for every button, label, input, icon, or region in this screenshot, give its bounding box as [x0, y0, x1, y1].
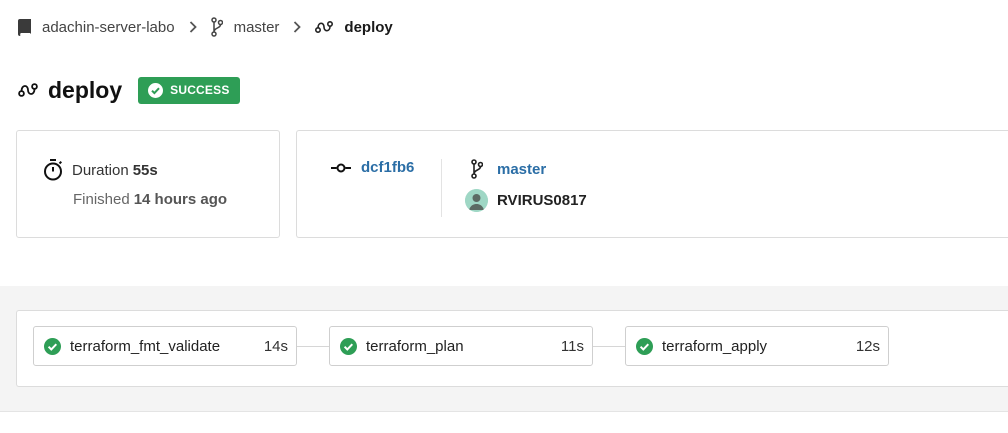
stopwatch-icon	[43, 159, 63, 181]
branch-row: master	[469, 159, 546, 179]
job-name: terraform_fmt_validate	[70, 337, 221, 355]
check-circle-icon	[44, 337, 61, 355]
git-commit-icon	[331, 163, 351, 173]
job-duration: 12s	[855, 337, 880, 355]
avatar	[465, 189, 488, 212]
divider	[441, 159, 442, 217]
job-terraform-apply[interactable]: terraform_apply 12s	[625, 326, 889, 366]
branch-link[interactable]: master	[497, 160, 547, 178]
git-branch-icon	[471, 159, 483, 179]
job-duration: 14s	[263, 337, 288, 355]
finished-row: Finished 14 hours ago	[73, 191, 227, 208]
breadcrumb-workflow: deploy	[315, 18, 393, 36]
breadcrumb-project-label: adachin-server-labo	[42, 18, 175, 36]
job-name: terraform_plan	[366, 337, 464, 355]
status-badge-label: SUCCESS	[170, 83, 230, 97]
page-title: deploy	[48, 76, 123, 103]
job-terraform-fmt-validate[interactable]: terraform_fmt_validate 14s	[33, 326, 297, 366]
duration-value: 55s	[132, 161, 158, 179]
job-connector	[593, 346, 625, 347]
breadcrumb-project[interactable]: adachin-server-labo	[18, 18, 175, 36]
chevron-right-icon	[293, 21, 302, 33]
job-name: terraform_apply	[662, 337, 768, 355]
workflow-icon	[315, 20, 334, 34]
commit-sha-link[interactable]: dcf1fb6	[361, 159, 415, 176]
chevron-right-icon	[189, 21, 197, 33]
check-circle-icon	[636, 337, 653, 355]
status-badge: SUCCESS	[138, 76, 240, 104]
pipeline-graph: terraform_fmt_validate 14s terraform_pla…	[16, 310, 1008, 387]
finished-value: 14 hours ago	[133, 191, 228, 208]
book-icon	[18, 18, 31, 36]
check-circle-icon	[148, 82, 164, 98]
finished-label: Finished	[73, 191, 130, 208]
workflow-header: deploy SUCCESS	[18, 74, 240, 106]
check-circle-icon	[340, 337, 357, 355]
breadcrumb: adachin-server-labo master deploy	[18, 16, 393, 38]
user-name: RVIRUS0817	[497, 192, 587, 209]
job-terraform-plan[interactable]: terraform_plan 11s	[329, 326, 593, 366]
duration-label: Duration	[72, 161, 129, 179]
duration-card: Duration 55s Finished 14 hours ago	[16, 130, 280, 238]
commit-row: dcf1fb6	[331, 159, 414, 176]
user-row: RVIRUS0817	[465, 189, 587, 212]
commit-card: dcf1fb6 master RVIRUS0817	[296, 130, 1008, 238]
job-duration: 11s	[560, 337, 584, 355]
duration-row: Duration 55s	[43, 159, 158, 181]
breadcrumb-branch[interactable]: master	[210, 17, 280, 37]
git-branch-icon	[210, 17, 223, 37]
breadcrumb-workflow-label: deploy	[344, 18, 393, 36]
breadcrumb-branch-label: master	[233, 18, 280, 36]
pipeline-area: terraform_fmt_validate 14s terraform_pla…	[0, 286, 1008, 412]
job-connector	[297, 346, 329, 347]
workflow-icon	[18, 82, 38, 98]
